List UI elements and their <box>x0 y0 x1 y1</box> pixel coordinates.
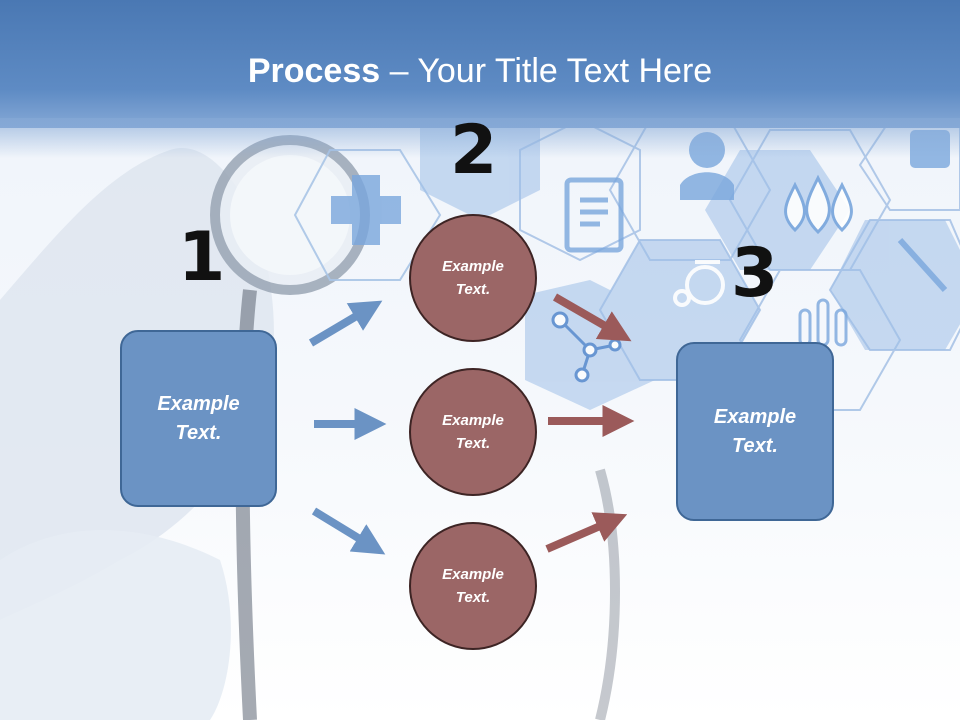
arrow-blue-up <box>308 300 383 347</box>
clipboard-icon <box>564 177 624 253</box>
arrow-blue-down <box>311 507 386 555</box>
step-number-1: 1 <box>178 218 226 297</box>
circle-middle-line-2: Text. <box>455 435 491 452</box>
title-bar-fade <box>0 118 960 158</box>
title-text: – Your Title Text Here <box>380 52 713 90</box>
circle-middle-line-1: Example <box>442 412 504 429</box>
medical-cross-icon <box>331 175 401 245</box>
circle-top[interactable]: Example Text. <box>409 214 537 342</box>
slide-title: Process – Your Title Text Here <box>0 52 960 91</box>
step-number-3: 3 <box>731 234 779 313</box>
step-number-2: 2 <box>450 111 498 190</box>
left-box-line-2: Text. <box>175 421 222 444</box>
circle-bottom-line-2: Text. <box>455 589 491 606</box>
molecule-icon <box>551 311 622 383</box>
circle-bottom[interactable]: Example Text. <box>409 522 537 650</box>
title-bar <box>0 0 960 128</box>
arrow-brown-down <box>552 293 632 342</box>
right-box-line-2: Text. <box>732 434 778 457</box>
circle-top-line-1: Example <box>442 258 504 275</box>
left-text-box[interactable]: Example Text. <box>120 330 277 507</box>
circle-top-line-2: Text. <box>455 281 491 298</box>
right-box-line-1: Example <box>713 405 797 428</box>
syringe-icon <box>897 237 948 293</box>
circle-bottom-line-1: Example <box>442 566 504 583</box>
drops-icon <box>784 174 853 235</box>
right-text-box[interactable]: Example Text. <box>676 342 834 521</box>
title-emphasis: Process <box>247 52 381 90</box>
left-box-line-1: Example <box>157 392 240 415</box>
arrow-brown-up <box>545 512 628 553</box>
circle-middle[interactable]: Example Text. <box>409 368 537 496</box>
wheelchair-icon <box>673 260 725 307</box>
